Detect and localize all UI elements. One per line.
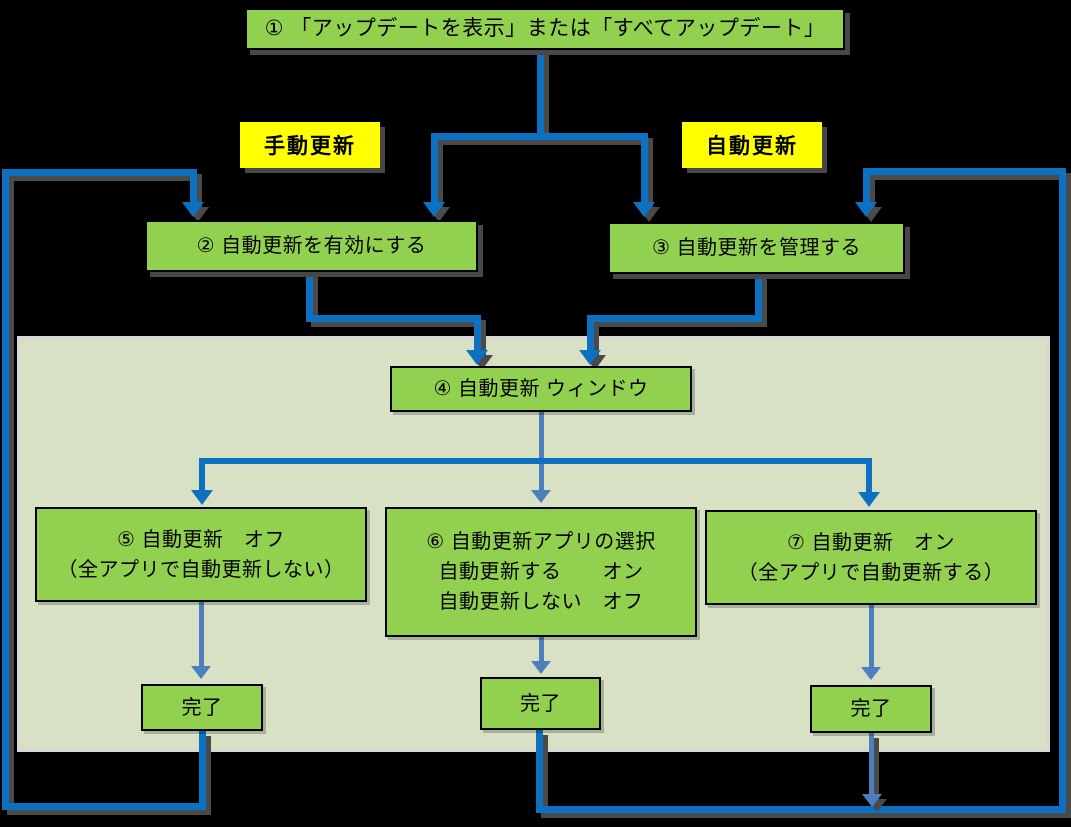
connector-line	[539, 637, 544, 663]
node-step4-label: ④ 自動更新 ウィンドウ	[433, 378, 649, 400]
connector-line	[869, 605, 874, 669]
arrowhead-icon	[531, 661, 551, 674]
node-step6-line3: 自動更新しない オフ	[438, 591, 644, 613]
node-step5-line1: ⑤ 自動更新 オフ	[117, 528, 285, 551]
connector-line	[863, 168, 1066, 175]
connector-line	[755, 274, 762, 322]
node-step5-line2: （全アプリで自動更新しない）	[57, 558, 345, 581]
connector-line	[190, 169, 197, 204]
branch-label-auto: 自動更新	[682, 122, 822, 168]
node-step2-label: ② 自動更新を有効にする	[196, 235, 427, 257]
branch-label-manual: 手動更新	[240, 122, 380, 168]
node-done-right-label: 完了	[850, 698, 892, 720]
arrowhead-icon	[858, 492, 880, 507]
connector-line	[587, 315, 762, 322]
connector-line	[199, 458, 205, 492]
arrowhead-icon	[466, 350, 488, 365]
connector-line	[536, 730, 543, 813]
connector-line	[2, 169, 197, 176]
arrowhead-icon	[862, 794, 882, 807]
arrowhead-icon	[191, 490, 213, 505]
connector-line	[199, 731, 206, 810]
node-done-left-label: 完了	[181, 696, 223, 719]
connector-line	[1059, 168, 1066, 813]
arrowhead-icon	[633, 202, 655, 217]
connector-line	[199, 458, 872, 464]
arrowhead-icon	[531, 490, 551, 503]
node-step4: ④ 自動更新 ウィンドウ	[390, 366, 692, 412]
branch-label-auto-text: 自動更新	[706, 135, 798, 158]
node-step5: ⑤ 自動更新 オフ （全アプリで自動更新しない）	[35, 507, 367, 602]
connector-line	[474, 315, 481, 352]
arrowhead-icon	[861, 667, 881, 680]
connector-line	[431, 133, 648, 140]
connector-line	[306, 272, 313, 322]
connector-line	[869, 733, 874, 796]
node-step3: ③ 自動更新を管理する	[608, 222, 905, 274]
connector-line	[306, 315, 481, 322]
node-step1: ① 「アップデートを表示」または「すべてアップデート」	[245, 8, 845, 50]
node-step1-label: ① 「アップデートを表示」または「すべてアップデート」	[264, 17, 826, 41]
arrowhead-icon	[855, 202, 877, 217]
node-step7-line2: （全アプリで自動更新する）	[737, 561, 1005, 584]
connector-line	[587, 315, 594, 352]
node-step7-line1: ⑦ 自動更新 オン	[787, 531, 955, 554]
connector-line	[866, 458, 872, 494]
connector-line	[2, 169, 9, 810]
node-done-left: 完了	[141, 684, 263, 731]
connector-line	[537, 50, 544, 140]
node-step6-line1: ⑥ 自動更新アプリの選択	[426, 531, 656, 553]
branch-label-manual-text: 手動更新	[264, 135, 356, 158]
node-done-center: 完了	[480, 677, 601, 730]
connector-line	[199, 602, 204, 668]
node-done-center-label: 完了	[520, 692, 561, 715]
connector-line	[863, 168, 870, 204]
arrowhead-icon	[579, 350, 601, 365]
node-step6: ⑥ 自動更新アプリの選択 自動更新する オン 自動更新しない オフ	[385, 507, 697, 637]
node-step6-line2: 自動更新する オン	[438, 561, 644, 583]
connector-line	[536, 806, 1066, 813]
node-step2: ② 自動更新を有効にする	[145, 220, 478, 272]
connector-line	[431, 140, 438, 204]
connector-line	[2, 803, 206, 810]
connector-line	[539, 412, 544, 492]
node-step7: ⑦ 自動更新 オン （全アプリで自動更新する）	[705, 510, 1037, 605]
arrowhead-icon	[182, 202, 204, 217]
node-step3-label: ③ 自動更新を管理する	[652, 237, 861, 259]
connector-line	[641, 140, 648, 204]
arrowhead-icon	[191, 666, 211, 679]
node-done-right: 完了	[810, 685, 932, 733]
arrowhead-icon	[423, 202, 445, 217]
